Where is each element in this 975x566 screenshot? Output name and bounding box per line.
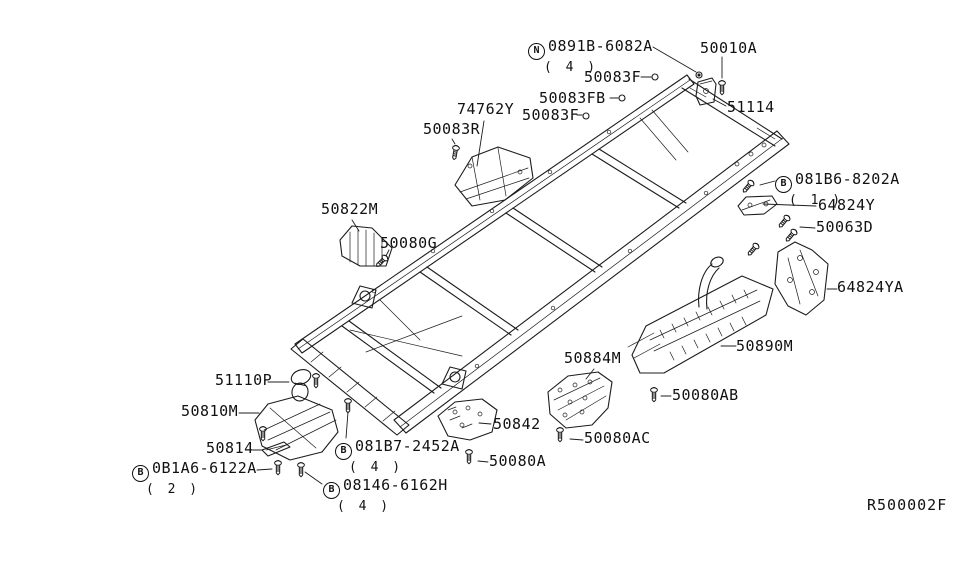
part-label-74762Y[interactable]: 74762Y <box>457 100 515 118</box>
leader-lines <box>238 46 838 485</box>
part-label-50063D[interactable]: 50063D <box>816 218 874 236</box>
part-50822m-shield <box>339 225 393 267</box>
bolt-icon <box>745 241 761 258</box>
clip-circle-icon <box>651 73 659 81</box>
part-50890m-skid-plate <box>627 256 774 374</box>
part-number-text: 0B1A6-6122A <box>152 459 257 477</box>
part-50810m-skid-plate <box>254 395 339 461</box>
quantity-text: ( 2 ) <box>146 482 201 497</box>
clip-icon <box>695 71 703 79</box>
part-label-50080G[interactable]: 50080G <box>380 234 438 252</box>
part-64824ya-bracket <box>774 241 829 316</box>
part-label-51110P[interactable]: 51110P <box>215 371 273 389</box>
part-label-50884M[interactable]: 50884M <box>564 349 622 367</box>
circled-n-badge: N <box>528 43 545 60</box>
quantity-text: ( 4 ) <box>337 499 392 514</box>
quantity-text: ( 1 ) <box>789 193 844 208</box>
bolt-icon <box>312 372 320 389</box>
part-label-51114[interactable]: 51114 <box>727 98 775 116</box>
bolt-icon <box>740 178 756 195</box>
part-50842-plate <box>437 398 498 441</box>
quantity-text: ( 4 ) <box>349 460 404 475</box>
part-51110p-hook <box>290 369 312 402</box>
bolt-icon <box>650 386 658 403</box>
bolt-icon <box>297 461 305 478</box>
circled-b-badge: B <box>775 176 792 193</box>
part-number-text: 0891B-6082A <box>548 37 653 55</box>
clip-circle-icon <box>582 112 590 120</box>
part-label-64824YA[interactable]: 64824YA <box>837 278 904 296</box>
part-64824y-bracket <box>737 195 778 216</box>
part-74762y-heat-shield <box>454 146 534 207</box>
part-50814-bracket <box>261 441 291 457</box>
bolt-icon <box>718 79 726 96</box>
part-label-50083R[interactable]: 50083R <box>423 120 481 138</box>
part-label-50080AC[interactable]: 50080AC <box>584 429 651 447</box>
part-label-50842[interactable]: 50842 <box>493 415 541 433</box>
circled-b-badge: B <box>335 443 352 460</box>
frame-drawing <box>290 74 790 436</box>
circled-b-badge: B <box>132 465 149 482</box>
part-number-text: 081B6-8202A <box>795 170 900 188</box>
part-label-50080A[interactable]: 50080A <box>489 452 547 470</box>
bolt-icon <box>465 448 473 465</box>
part-label-50083F-lower[interactable]: 50083F <box>522 106 580 124</box>
part-label-50083FB[interactable]: 50083FB <box>539 89 606 107</box>
part-label-50814[interactable]: 50814 <box>206 439 254 457</box>
bolt-icon <box>776 213 792 230</box>
part-label-50080AB[interactable]: 50080AB <box>672 386 739 404</box>
part-label-50890M[interactable]: 50890M <box>736 337 794 355</box>
bolt-icon <box>259 425 267 442</box>
bolt-icon <box>344 397 352 414</box>
part-label-64824Y[interactable]: 64824Y <box>818 196 876 214</box>
exploded-parts <box>254 71 829 461</box>
part-label-50822M[interactable]: 50822M <box>321 200 379 218</box>
bolt-icon <box>556 426 564 443</box>
part-50884m-plate <box>547 371 613 429</box>
bolt-icon <box>783 227 799 244</box>
part-label-50083F-upper[interactable]: 50083F <box>584 68 642 86</box>
diagram-ref-code: R500002F <box>867 496 948 514</box>
bolt-icon <box>274 459 282 476</box>
part-label-50010A[interactable]: 50010A <box>700 39 758 57</box>
part-number-text: 08146-6162H <box>343 476 448 494</box>
part-51114-bracket <box>695 77 717 106</box>
part-number-text: 081B7-2452A <box>355 437 460 455</box>
part-label-50810M[interactable]: 50810M <box>181 402 239 420</box>
circled-b-badge: B <box>323 482 340 499</box>
bolt-icon <box>450 144 461 161</box>
quantity-text: ( 4 ) <box>544 60 599 75</box>
clip-circle-icon <box>618 94 626 102</box>
